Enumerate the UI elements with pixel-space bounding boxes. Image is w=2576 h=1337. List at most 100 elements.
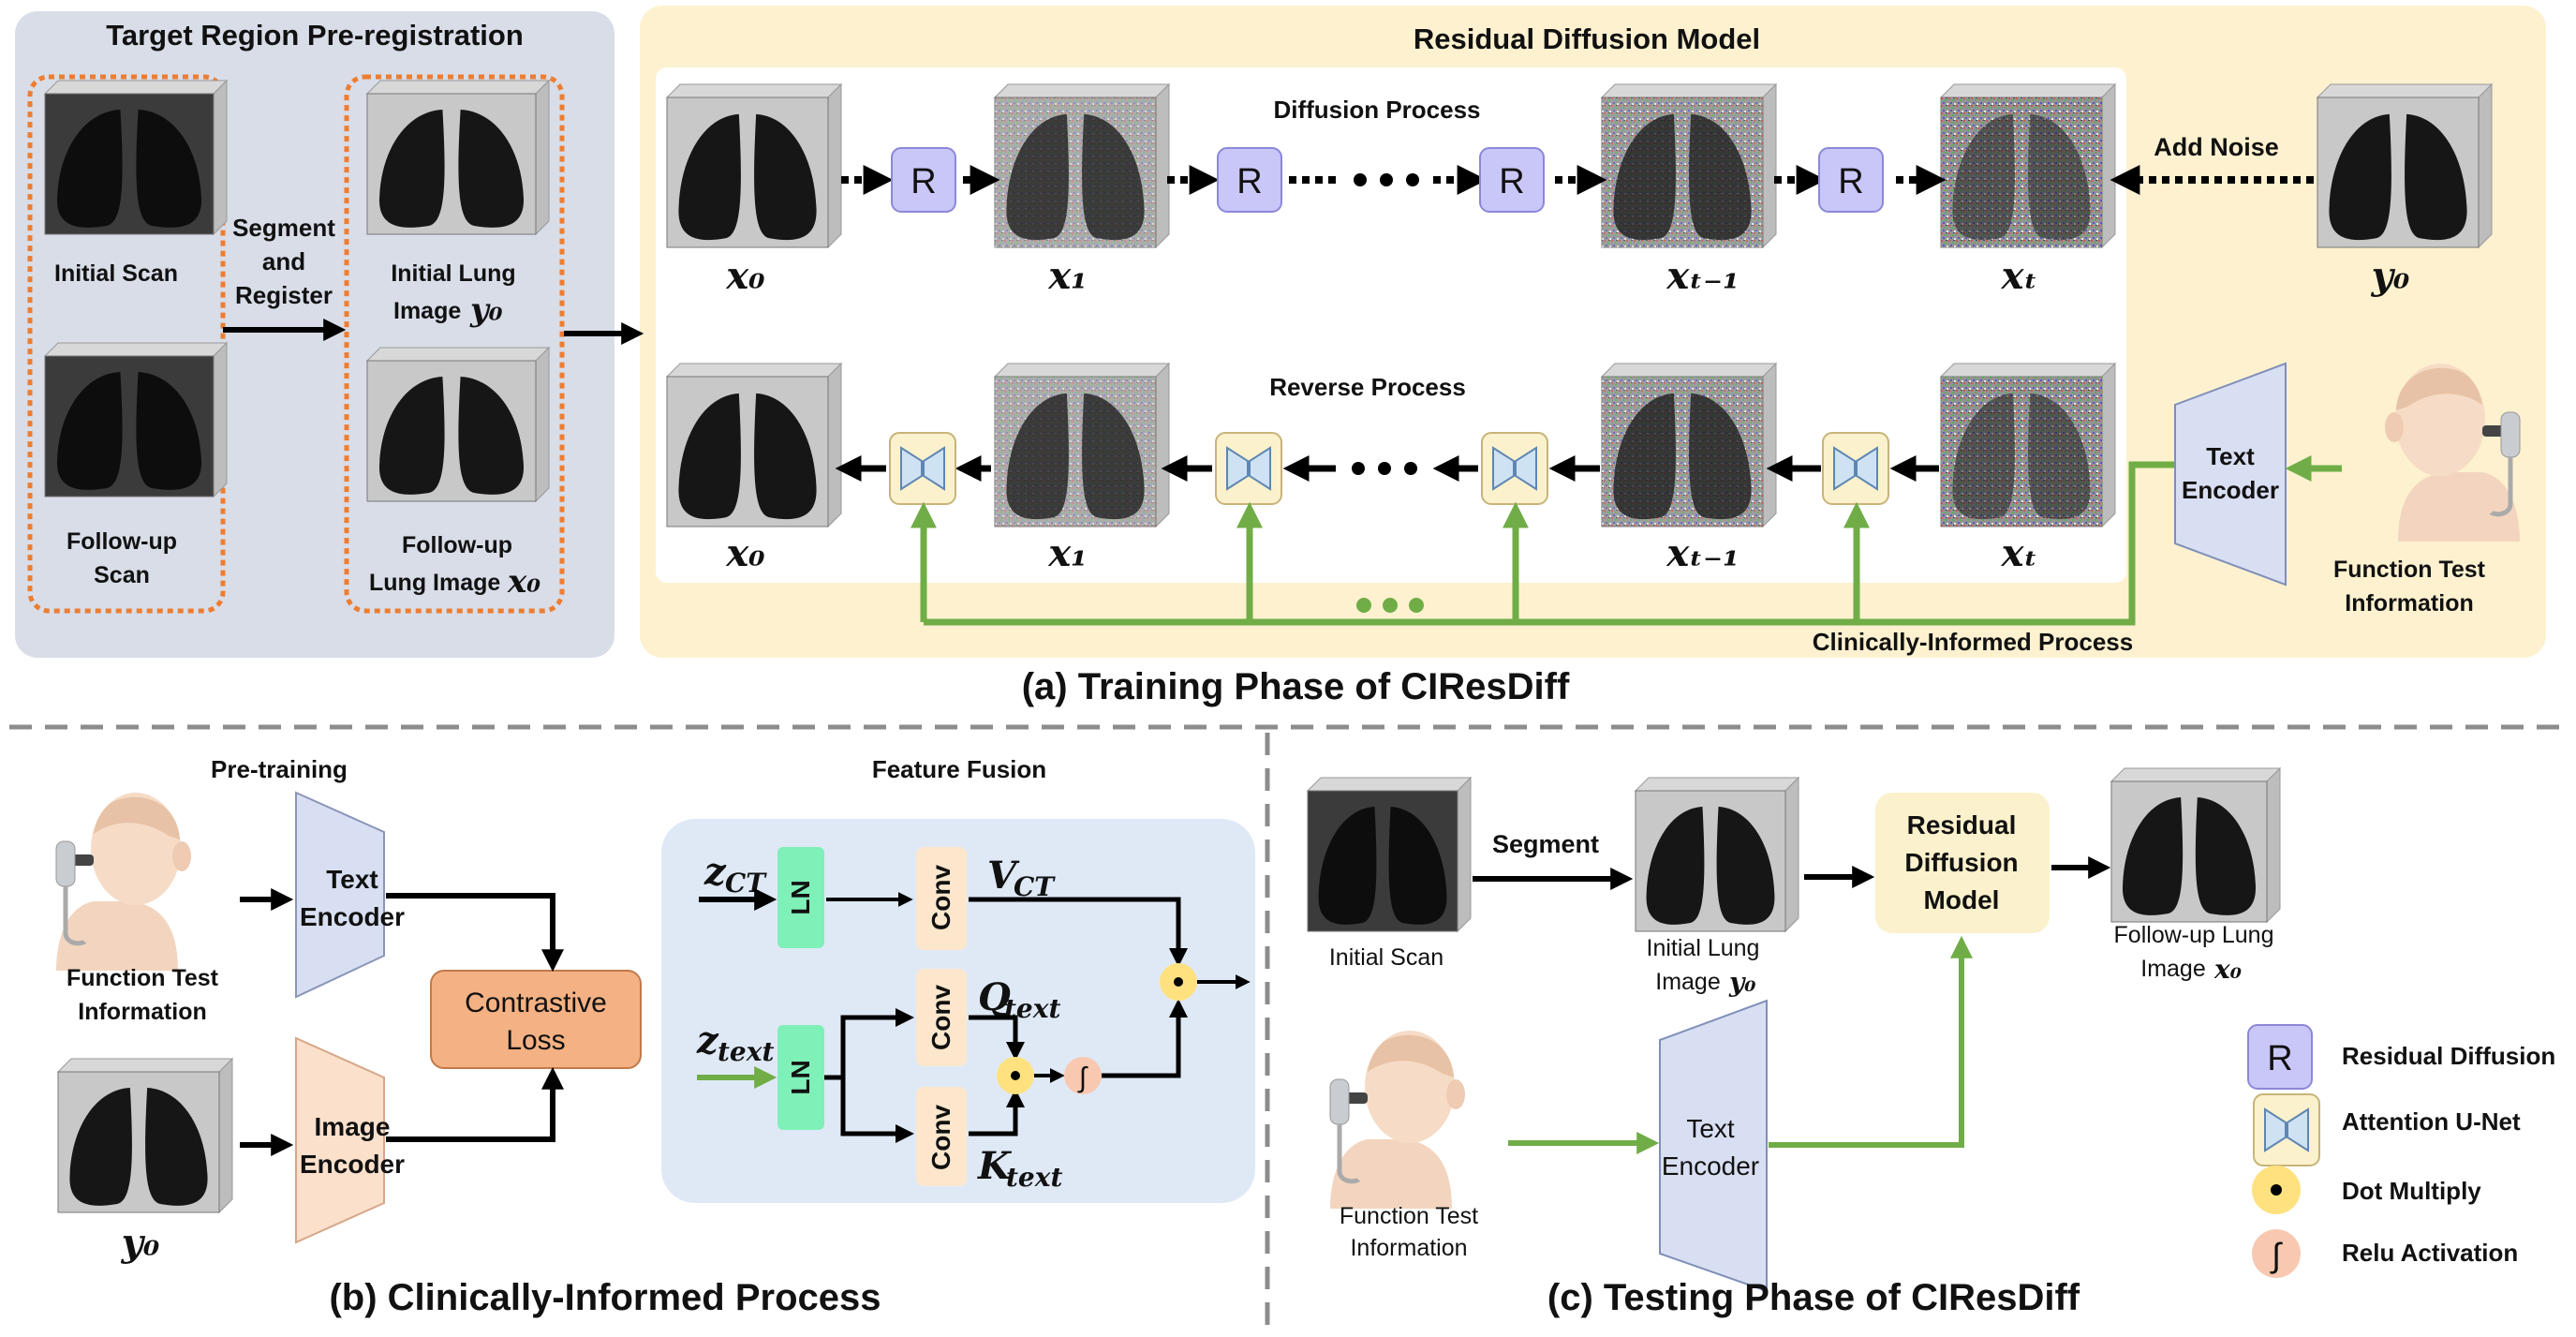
x0-label: x₀ [725, 254, 765, 298]
lung-ct-image [1939, 362, 2117, 528]
text-encoder-label: Text [2206, 442, 2255, 470]
initial-scan-label: Initial Scan [54, 260, 178, 287]
caption-b: (b) Clinically-Informed Process [329, 1277, 881, 1318]
lung-ct-image [1939, 82, 2117, 249]
pretrain-y0-label: y₀ [121, 1221, 160, 1265]
diffusion-process-label: Diffusion Process [1273, 96, 1480, 124]
test-initial-lung-label-2: Image [1655, 969, 1720, 995]
y0-label: y₀ [2371, 254, 2410, 298]
z-text-sub: text [718, 1036, 774, 1067]
x0-label-rev: x₀ [725, 531, 765, 575]
relu-symbol: ∫ [1077, 1062, 1088, 1093]
lung-ct-image [43, 79, 229, 236]
ellipsis-dots [1356, 598, 1424, 613]
test-followup-symbol: x₀ [2213, 954, 2242, 985]
z-ct-label: z [703, 850, 727, 894]
contrastive-loss-label: Contrastive [465, 988, 607, 1018]
legend-unet-label: Attention U-Net [2342, 1107, 2521, 1136]
xt-label-rev: xₜ [2001, 531, 2038, 575]
lung-ct-image [665, 82, 843, 249]
dot-multiply-center [1174, 977, 1183, 987]
conv-v-label: Conv [926, 865, 955, 930]
ln-block-top [777, 847, 824, 948]
attention-unet-icon [1215, 432, 1282, 505]
xt-label: xₜ [2001, 254, 2038, 298]
lung-ct-image [56, 1057, 234, 1214]
relu-to-dot-arrow [1102, 999, 1188, 1078]
initial-lung-label: Initial Lung [391, 260, 515, 287]
initial-lung-label-2: Image [393, 298, 461, 324]
segment-register-label: Segment [232, 214, 335, 242]
attention-unet-icon [2253, 1093, 2320, 1166]
text-encoder-trapezoid [2174, 362, 2287, 587]
lung-ct-image [2316, 82, 2494, 249]
pretrain-image-encoder [295, 1036, 385, 1244]
ellipsis-dots [1354, 173, 1419, 186]
legend-relu-symbol: ∫ [2270, 1236, 2283, 1274]
clinically-informed-label: Clinically-Informed Process [1813, 628, 2133, 656]
lung-ct-image [1306, 776, 1473, 933]
patient-spirometer-icon [1329, 1031, 1465, 1209]
rdm-title: Residual Diffusion Model [1414, 22, 1760, 55]
segment-register-label-3: Register [235, 281, 333, 309]
test-segment-label: Segment [1492, 830, 1599, 858]
patient-spirometer-icon [2385, 364, 2521, 542]
conv-k-label: Conv [926, 1105, 955, 1170]
lung-ct-image [43, 341, 229, 498]
test-initial-lung-label: Initial Lung [1647, 935, 1760, 961]
q-to-dot-arrow [969, 1015, 1025, 1061]
conv-q-label: Conv [926, 985, 955, 1050]
prereg-title: Target Region Pre-registration [106, 19, 524, 52]
lung-ct-image [1600, 362, 1778, 528]
xt-1-label: xₜ₋₁ [1666, 254, 1739, 298]
pretrain-image-encoder-label-2: Encoder [300, 1150, 405, 1179]
text-to-loss-arrow [386, 893, 564, 973]
ln-top-label: LN [786, 880, 815, 914]
segment-register-label-2: and [262, 247, 305, 275]
followup-lung-label-2: Lung Image [369, 570, 500, 596]
lung-ct-image [993, 82, 1171, 249]
pretrain-function-test-label: Function Test [67, 965, 219, 991]
ln-bottom-label: LN [786, 1060, 815, 1094]
caption-a: (a) Training Phase of CIResDiff [1022, 666, 1570, 707]
initial-lung-symbol: y₀ [469, 291, 503, 329]
relu-activation-icon [1064, 1057, 1102, 1094]
pretrain-text-encoder [295, 791, 385, 999]
pretrain-text-encoder-label-2: Encoder [300, 902, 405, 931]
pretraining-title: Pre-training [211, 755, 348, 783]
lung-ct-image [1600, 82, 1778, 249]
x1-label-rev: x₁ [1047, 531, 1087, 575]
patient-spirometer-icon [55, 793, 191, 971]
followup-lung-label: Follow-up [402, 532, 512, 558]
svg-text:R: R [1236, 162, 1262, 201]
followup-scan-label-2: Scan [94, 562, 150, 588]
dot-multiply-center [2271, 1184, 2282, 1196]
legend-dot-label: Dot Multiply [2342, 1177, 2481, 1205]
ellipsis-dots [1352, 462, 1417, 475]
conv-block-k [916, 1087, 967, 1186]
v-to-dot-arrow [969, 897, 1188, 967]
test-text-encoder [1659, 999, 1768, 1293]
function-test-label: Function Test [2333, 557, 2486, 583]
test-initial-lung-symbol: y₀ [1728, 967, 1756, 998]
xt-1-label-rev: xₜ₋₁ [1666, 531, 1739, 575]
text-encoder-label-2: Encoder [2182, 476, 2279, 504]
lung-group-box [344, 74, 565, 614]
k-text-label: K [977, 1144, 1013, 1188]
test-text-encoder-label-2: Encoder [1662, 1151, 1759, 1181]
residual-r-icon: R [1818, 147, 1884, 213]
test-model-label-2: Diffusion [1904, 848, 2018, 877]
svg-text:R: R [910, 162, 936, 201]
residual-r-icon: R [1479, 147, 1545, 213]
pretrain-function-test-label-2: Information [78, 999, 207, 1025]
lung-ct-image [365, 346, 551, 503]
lung-ct-image [665, 362, 843, 528]
svg-text:R: R [1499, 162, 1524, 201]
followup-lung-symbol: x₀ [507, 563, 540, 601]
test-model-label-3: Model [1924, 885, 2000, 914]
test-followup-label: Follow-up Lung [2114, 922, 2274, 948]
encoder-to-model-arrow [1769, 935, 1973, 1148]
reverse-process-label: Reverse Process [1269, 373, 1466, 401]
lung-ct-image [2110, 766, 2282, 924]
